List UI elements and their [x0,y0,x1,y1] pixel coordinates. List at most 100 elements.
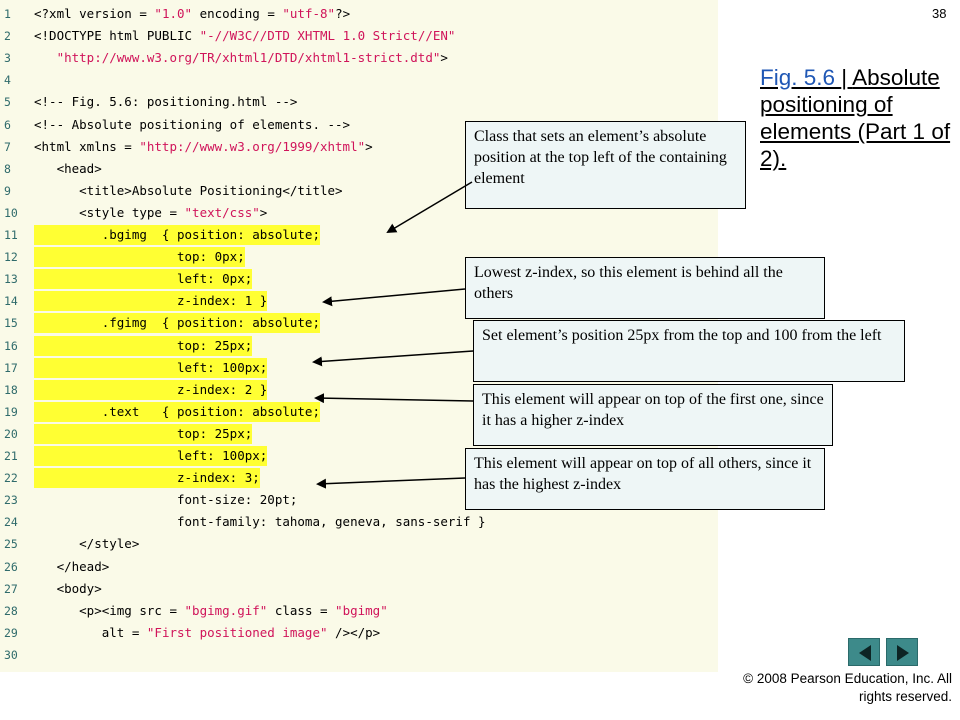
code-text: font-family: tahoma, geneva, sans-serif … [34,514,486,530]
code-line: 14 z-index: 1 } [0,291,718,312]
line-number: 12 [4,250,18,265]
line-number: 16 [4,338,18,353]
code-line: 12 top: 0px; [0,247,718,268]
code-line: 22 z-index: 3; [0,468,718,489]
code-line: 20 top: 25px; [0,423,718,444]
code-line: 26 </head> [0,557,718,577]
code-line: 3 "http://www.w3.org/TR/xhtml1/DTD/xhtml… [0,48,718,68]
line-number: 20 [4,426,18,441]
code-text: <html xmlns = "http://www.w3.org/1999/xh… [34,138,373,154]
code-text: <!-- Absolute positioning of elements. -… [34,116,351,132]
code-line: 28 <p><img src = "bgimg.gif" class = "bg… [0,601,718,621]
code-line: 10 <style type = "text/css"> [0,203,718,223]
code-line: 5 <!-- Fig. 5.6: positioning.html --> [0,92,718,112]
left-arrow-icon [859,645,871,661]
code-line: 6 <!-- Absolute positioning of elements. … [0,115,718,135]
code-text: z-index: 3; [34,468,260,489]
code-line: 1 <?xml version = "1.0" encoding = "utf-8… [0,4,718,24]
code-line: 16 top: 25px; [0,335,718,356]
code-line: 19 .text { position: absolute; [0,401,718,422]
line-number: 9 [4,183,11,198]
code-line: 30 [0,645,718,665]
callout-absolute-position: Class that sets an element’s absolute po… [465,121,746,209]
code-text: font-size: 20pt; [34,492,298,508]
code-text: "http://www.w3.org/TR/xhtml1/DTD/xhtml1-… [56,50,448,66]
next-slide-button[interactable] [886,638,918,666]
previous-slide-button[interactable] [848,638,880,666]
line-number: 17 [4,360,18,375]
code-text: </style> [34,536,140,552]
callout-lowest-z-index: Lowest z-index, so this element is behin… [465,257,825,319]
line-number: 4 [4,73,11,88]
code-text: <!-- Fig. 5.6: positioning.html --> [34,94,298,110]
code-line: 27 <body> [0,579,718,599]
code-line: 29 alt = "First positioned image" /></p> [0,623,718,643]
arrow-line-18 [314,393,474,404]
arrow-line-14 [322,288,466,307]
line-number: 23 [4,493,18,508]
line-number: 30 [4,647,18,662]
code-line: 7 <html xmlns = "http://www.w3.org/1999/x… [0,137,718,157]
line-number: 11 [4,228,18,242]
code-line: 11 .bgimg { position: absolute; [0,225,718,245]
code-text: left: 100px; [34,357,268,378]
line-number: 18 [4,382,18,397]
code-text: z-index: 1 } [34,291,268,312]
figure-link[interactable]: Fig. 5.6 [760,65,842,90]
code-text: </head> [34,558,110,574]
code-text: <title>Absolute Positioning</title> [34,182,343,198]
code-text: <?xml version = "1.0" encoding = "utf-8"… [34,6,351,21]
line-number: 22 [4,471,18,486]
code-text: .bgimg { position: absolute; [34,225,320,245]
line-number: 10 [4,205,18,220]
code-line: 8 <head> [0,159,718,179]
line-number: 8 [4,161,11,176]
line-number: 19 [4,404,18,419]
line-number: 14 [4,294,18,309]
title-text: Absolute positioning of elements (Part 1… [760,65,951,171]
copyright-notice: © 2008 Pearson Education, Inc. All right… [743,671,952,704]
line-number: 5 [4,95,11,110]
line-number: 28 [4,603,18,618]
code-text: left: 100px; [34,446,268,466]
line-number: 25 [4,537,18,552]
code-line: 4 [0,70,718,90]
code-line: 17 left: 100px; [0,357,718,378]
code-line: 2<!DOCTYPE html PUBLIC "-//W3C//DTD XHTM… [0,26,718,46]
line-number: 21 [4,449,18,463]
arrow-line-22 [316,477,466,489]
callout-highest-z-index: This element will appear on top of all o… [465,448,825,510]
arrow-line-11 [386,181,473,234]
line-number: 6 [4,117,11,132]
code-text: top: 0px; [34,247,245,268]
right-arrow-icon [897,645,909,661]
code-text: .text { position: absolute; [34,401,320,422]
code-line: 9 <title>Absolute Positioning</title> [0,181,718,201]
line-number: 3 [4,51,11,66]
code-text: .fgimg { position: absolute; [34,313,320,334]
line-number: 1 [4,7,11,21]
code-line: 13 left: 0px; [0,269,718,290]
code-text: top: 25px; [34,335,253,356]
code-line: 23 font-size: 20pt; [0,490,718,510]
code-line: 15 .fgimg { position: absolute; [0,313,718,334]
line-number: 15 [4,316,18,331]
code-text: <body> [34,580,102,596]
code-text: top: 25px; [34,423,253,444]
page-number: 38 [932,6,947,21]
arrow-line-17 [312,350,474,367]
line-number: 7 [4,139,11,154]
code-text: <p><img src = "bgimg.gif" class = "bgimg… [34,602,388,618]
line-number: 24 [4,515,18,530]
callout-set-position: Set element’s position 25px from the top… [473,320,905,382]
code-text: alt = "First positioned image" /></p> [34,624,381,640]
line-number: 27 [4,581,18,596]
line-number: 13 [4,272,18,287]
code-text: left: 0px; [34,269,253,290]
code-line: 25 </style> [0,534,718,554]
code-text: <!DOCTYPE html PUBLIC "-//W3C//DTD XHTML… [34,28,456,44]
title-separator: | [841,65,853,90]
line-number: 26 [4,559,18,574]
code-text: z-index: 2 } [34,379,268,400]
